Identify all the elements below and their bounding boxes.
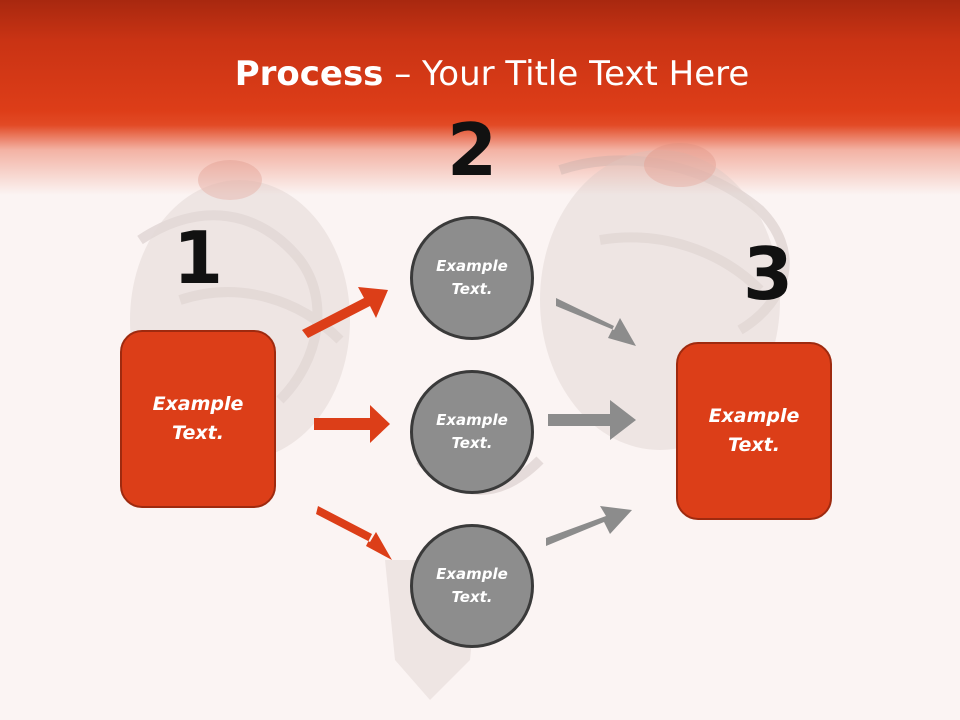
step-number-1: 1 [172,216,224,300]
input-box: Example Text. [120,330,276,508]
output-box: Example Text. [676,342,832,520]
header-band [0,0,960,200]
title-rest: – Your Title Text Here [383,54,750,94]
input-box-text: Example Text. [152,393,244,444]
arrow-left-to-middle [314,405,390,443]
arrow-middle-to-right [548,400,636,440]
process-circle-top-text: Example Text. [436,257,508,298]
process-circle-top: Example Text. [410,216,534,340]
arrow-bottom-to-right [546,506,632,546]
output-box-text: Example Text. [708,405,800,456]
process-circle-bottom: Example Text. [410,524,534,648]
title-bold: Process [234,54,384,94]
process-circle-middle: Example Text. [410,370,534,494]
step-number-3: 3 [742,232,794,316]
step-number-2: 2 [446,108,498,192]
slide-title: Process – Your Title Text Here [0,52,960,96]
arrow-top-to-right [556,298,636,346]
process-circle-middle-text: Example Text. [436,411,508,452]
process-circle-bottom-text: Example Text. [436,565,508,606]
arrow-left-to-top [302,287,388,338]
arrow-left-to-bottom [316,506,392,560]
